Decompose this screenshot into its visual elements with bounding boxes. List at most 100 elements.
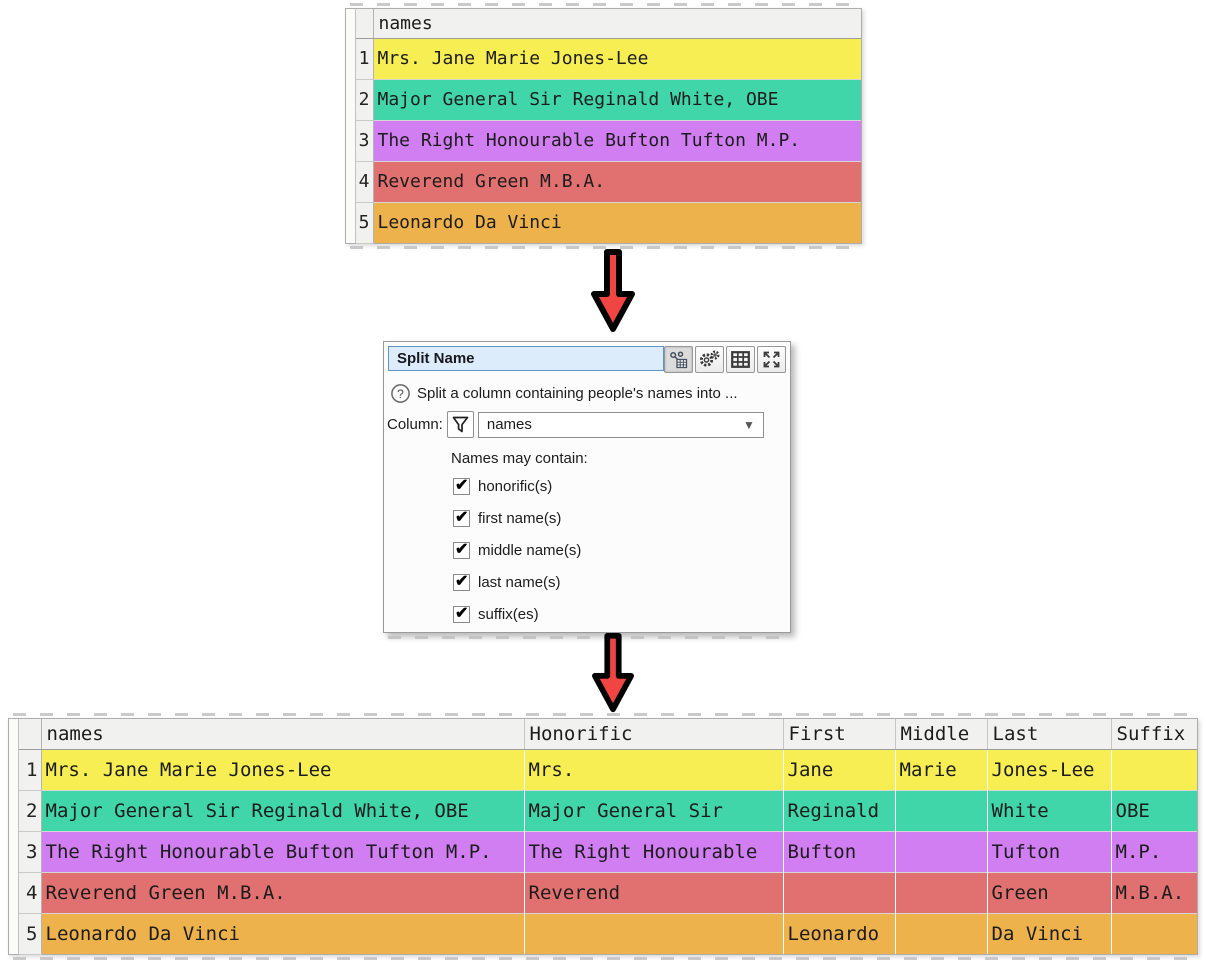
checkbox-box: ✔	[453, 573, 470, 591]
column-header-names[interactable]: names	[40, 719, 524, 750]
settings-gears-icon	[699, 350, 720, 367]
checkmark-icon: ✔	[455, 477, 469, 494]
column-header-suffix[interactable]: Suffix	[1110, 719, 1197, 750]
cell-honorific[interactable]: Mrs.	[523, 749, 783, 790]
expand-icon	[763, 351, 780, 368]
checkbox-box: ✔	[453, 605, 470, 623]
checkmark-icon: ✔	[455, 541, 469, 558]
cell-suffix[interactable]: OBE	[1110, 789, 1197, 831]
cell-middle[interactable]	[894, 789, 987, 831]
column-header-first[interactable]: First	[782, 719, 895, 750]
checkbox-first-name[interactable]: ✔ first name(s)	[453, 508, 581, 529]
table-row: 2 Major General Sir Reginald White, OBE	[356, 78, 861, 121]
names-may-contain-label: Names may contain:	[451, 450, 588, 467]
row-number-header	[19, 719, 42, 750]
column-select-value: names	[486, 416, 532, 433]
cell-last[interactable]: Jones-Lee	[986, 749, 1111, 790]
filter-funnel-icon	[452, 416, 469, 433]
checkbox-label: last name(s)	[478, 574, 561, 591]
table-icon	[731, 351, 750, 368]
cell-middle[interactable]: Marie	[894, 749, 987, 790]
row-number[interactable]: 2	[19, 790, 42, 832]
cell-names[interactable]: Major General Sir Reginald White, OBE	[373, 78, 861, 120]
cell-first[interactable]: Jane	[782, 749, 895, 790]
source-table: names 1 Mrs. Jane Marie Jones-Lee 2 Majo…	[345, 3, 862, 249]
cell-middle[interactable]	[894, 830, 987, 872]
cell-names[interactable]: Leonardo Da Vinci	[373, 201, 861, 243]
checkbox-label: middle name(s)	[478, 542, 582, 559]
cell-last[interactable]: Green	[986, 871, 1111, 913]
table-row: 3 The Right Honourable Bufton Tufton M.P…	[356, 119, 861, 162]
dialog-titlebar: Split Name	[388, 346, 786, 373]
column-header-names[interactable]: names	[372, 9, 861, 39]
input-connection-button[interactable]	[664, 346, 693, 373]
table-row: 2 Major General Sir Reginald White, OBE …	[19, 789, 1197, 832]
svg-text:?: ?	[397, 387, 404, 401]
cell-names[interactable]: Reverend Green M.B.A.	[41, 871, 524, 913]
cell-first[interactable]: Reginald	[782, 789, 895, 831]
cell-honorific[interactable]: Reverend	[523, 871, 783, 913]
cell-suffix[interactable]: M.B.A.	[1110, 871, 1197, 913]
row-number[interactable]: 1	[19, 749, 42, 791]
transform-name-field[interactable]: Split Name	[388, 346, 664, 371]
column-header-honorific[interactable]: Honorific	[523, 719, 783, 750]
cell-last[interactable]: Tufton	[986, 830, 1111, 872]
cell-suffix[interactable]	[1110, 912, 1197, 954]
cell-middle[interactable]	[894, 912, 987, 954]
result-table: names Honorific First Middle Last Suffix…	[8, 713, 1198, 960]
expand-button[interactable]	[757, 346, 786, 373]
cell-names[interactable]: Leonardo Da Vinci	[41, 912, 524, 954]
checkbox-last-name[interactable]: ✔ last name(s)	[453, 572, 581, 593]
table-row: 4 Reverend Green M.B.A. Reverend Green M…	[19, 871, 1197, 914]
table-row: 4 Reverend Green M.B.A.	[356, 160, 861, 203]
cell-last[interactable]: White	[986, 789, 1111, 831]
row-number[interactable]: 3	[356, 120, 374, 162]
row-number[interactable]: 4	[19, 872, 42, 914]
input-connection-icon	[670, 350, 688, 368]
source-table-left-gutter	[346, 9, 356, 243]
cell-names[interactable]: Major General Sir Reginald White, OBE	[41, 789, 524, 831]
row-number[interactable]: 1	[356, 38, 374, 80]
cell-honorific[interactable]: The Right Honourable	[523, 830, 783, 872]
cell-first[interactable]: Bufton	[782, 830, 895, 872]
row-number[interactable]: 5	[356, 202, 374, 244]
table-view-button[interactable]	[726, 346, 755, 373]
cell-names[interactable]: Mrs. Jane Marie Jones-Lee	[377, 48, 649, 69]
cell-names[interactable]: Reverend Green M.B.A.	[373, 160, 861, 202]
row-number[interactable]: 2	[356, 79, 374, 121]
row-number[interactable]: 3	[19, 831, 42, 873]
filter-button[interactable]	[446, 411, 474, 438]
checkbox-label: suffix(es)	[478, 606, 539, 623]
cell-suffix[interactable]	[1110, 749, 1197, 790]
cell-names[interactable]: Mrs. Jane Marie Jones-Lee	[45, 758, 332, 781]
table-row: 5 Leonardo Da Vinci	[356, 201, 861, 244]
cell-names[interactable]: The Right Honourable Bufton Tufton M.P.	[373, 119, 861, 161]
dialog-description: Split a column containing people's names…	[417, 385, 738, 402]
checkbox-label: honorific(s)	[478, 478, 553, 495]
cell-honorific[interactable]	[523, 912, 783, 954]
cell-first[interactable]	[782, 871, 895, 913]
cell-honorific[interactable]: Major General Sir	[523, 789, 783, 831]
split-name-dialog: Split Name	[383, 341, 791, 639]
cell-suffix[interactable]: M.P.	[1110, 830, 1197, 872]
cell-names[interactable]: The Right Honourable Bufton Tufton M.P.	[41, 830, 524, 872]
table-row: 1 Mrs. Jane Marie Jones-Lee Mrs. Jane Ma…	[19, 749, 1197, 791]
cell-first[interactable]: Leonardo	[782, 912, 895, 954]
row-number[interactable]: 5	[19, 913, 42, 955]
column-select-dropdown[interactable]: names ▼	[477, 411, 764, 438]
column-header-last[interactable]: Last	[986, 719, 1111, 750]
row-number[interactable]: 4	[356, 161, 374, 203]
table-row: 1 Mrs. Jane Marie Jones-Lee	[356, 38, 861, 80]
checkbox-suffix[interactable]: ✔ suffix(es)	[453, 604, 581, 625]
column-header-middle[interactable]: Middle	[894, 719, 987, 750]
cell-middle[interactable]	[894, 871, 987, 913]
checkbox-label: first name(s)	[478, 510, 562, 527]
checkbox-honorific[interactable]: ✔ honorific(s)	[453, 476, 581, 497]
checkbox-box: ✔	[453, 541, 470, 559]
settings-gears-button[interactable]	[695, 346, 724, 373]
cell-last[interactable]: Da Vinci	[986, 912, 1111, 954]
help-icon[interactable]: ?	[390, 383, 411, 404]
checkbox-middle-name[interactable]: ✔ middle name(s)	[453, 540, 581, 561]
row-number-header	[356, 9, 374, 39]
